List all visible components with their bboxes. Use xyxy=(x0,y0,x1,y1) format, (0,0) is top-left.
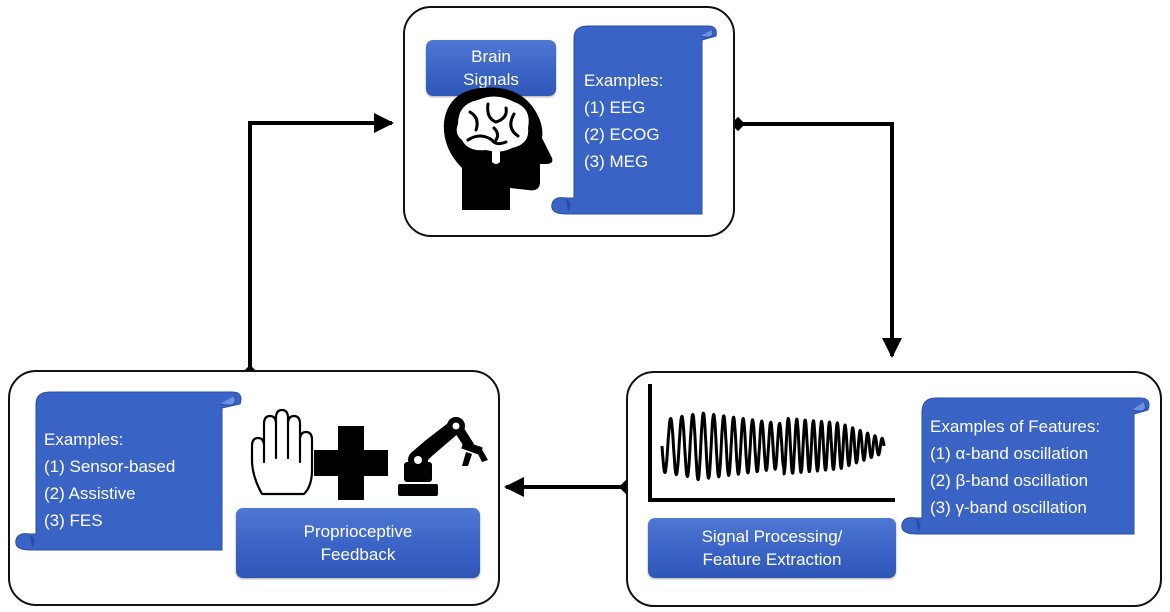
plot-axes xyxy=(648,384,895,502)
signal-processing-label-line-2: Feature Extraction xyxy=(702,550,842,569)
robotic-arm-icon xyxy=(398,417,488,496)
feedback-examples-text: Examples: (1) Sensor-based (2) Assistive… xyxy=(44,426,175,534)
brain-example-1: (1) EEG xyxy=(584,98,646,117)
brain-signals-label-line-1: Brain xyxy=(471,47,511,66)
features-examples-text: Examples of Features: (1) α-band oscilla… xyxy=(930,413,1100,521)
brain-signals-label: Brain Signals xyxy=(426,40,556,96)
brain-examples-heading: Examples: xyxy=(584,71,664,90)
proprioceptive-feedback-label-line-2: Feedback xyxy=(320,545,396,564)
brain-example-2: (2) ECOG xyxy=(584,125,660,144)
feedback-example-2: (2) Assistive xyxy=(44,484,136,503)
brain-examples-text: Examples: (1) EEG (2) ECOG (3) MEG xyxy=(584,67,663,175)
feature-example-2: (2) β-band oscillation xyxy=(930,471,1089,490)
brain-example-3: (3) MEG xyxy=(584,152,649,171)
proprioceptive-feedback-label-line-1: Proprioceptive xyxy=(303,522,413,541)
feedback-examples-heading: Examples: xyxy=(44,430,124,449)
plus-icon xyxy=(314,426,388,500)
signal-processing-label-line-1: Signal Processing/ xyxy=(701,527,843,546)
proprioceptive-feedback-label: Proprioceptive Feedback xyxy=(236,508,480,578)
signal-processing-label: Signal Processing/ Feature Extraction xyxy=(648,518,896,578)
brain-signals-label-line-2: Signals xyxy=(463,70,519,89)
feedback-example-3: (3) FES xyxy=(44,511,103,530)
features-examples-heading: Examples of Features: xyxy=(930,417,1101,436)
feature-example-3: (3) γ-band oscillation xyxy=(930,498,1087,517)
hand-icon xyxy=(250,408,314,496)
feedback-example-1: (1) Sensor-based xyxy=(44,457,176,476)
signal-waveform xyxy=(660,411,886,482)
feature-example-1: (1) α-band oscillation xyxy=(930,444,1089,463)
